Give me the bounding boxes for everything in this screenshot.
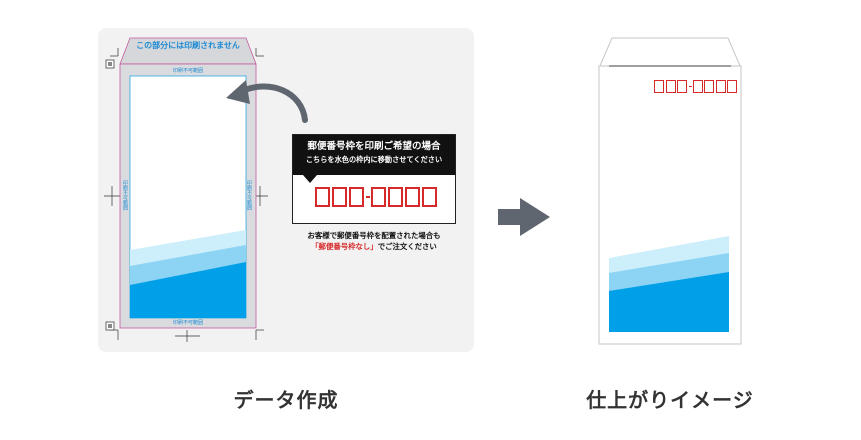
blue-band	[130, 262, 246, 318]
callout-line-2: こちらを水色の枠内に移動させてください	[305, 155, 443, 164]
order-note: お客様で郵便番号枠を配置された場合も 「郵便番号枠なし」でご注文ください	[292, 230, 456, 252]
data-creation-caption: データ作成	[233, 388, 339, 412]
order-note-line-1: お客様で郵便番号枠を配置された場合も	[307, 231, 441, 240]
final-envelope	[598, 37, 742, 345]
no-print-label-bottom: 印刷不可範囲	[172, 320, 203, 326]
final-postal-code-frame	[654, 80, 739, 93]
callout-line-1: 郵便番号枠を印刷ご希望の場合	[307, 141, 441, 152]
flap-label: この部分には印刷されません	[136, 41, 240, 50]
finished-image-caption: 仕上がりイメージ	[586, 388, 754, 412]
no-print-label-left: 印刷不可範囲	[122, 180, 128, 210]
order-note-rest: でご注文ください	[377, 242, 437, 251]
right-arrow-icon	[498, 198, 550, 236]
postal-code-callout: 郵便番号枠を印刷ご希望の場合 こちらを水色の枠内に移動させてください	[292, 134, 456, 224]
postal-code-frame[interactable]	[315, 187, 439, 207]
no-postal-frame-option: 「郵便番号枠なし」	[311, 242, 378, 251]
callout-header: 郵便番号枠を印刷ご希望の場合 こちらを水色の枠内に移動させてください	[293, 135, 455, 175]
callout-tail	[303, 175, 317, 183]
order-note-line-2: 「郵便番号枠なし」でご注文ください	[292, 241, 456, 252]
no-print-label-top: 印刷不可範囲	[172, 68, 203, 74]
curved-arrow-icon	[226, 80, 308, 123]
no-print-label-right: 印刷不可範囲	[246, 180, 252, 210]
